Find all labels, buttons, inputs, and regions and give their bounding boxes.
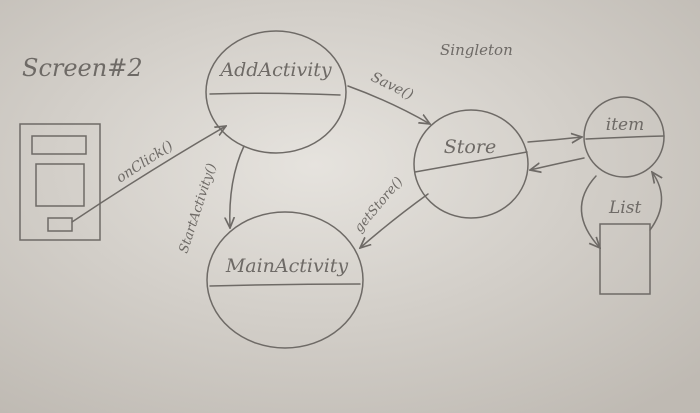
item-node xyxy=(583,96,665,178)
phone-header-box xyxy=(31,135,87,155)
edge-startactivity-arrow xyxy=(230,145,245,228)
edge-onclick-arrow xyxy=(71,126,226,223)
add-activity-node xyxy=(205,30,347,154)
item-divider xyxy=(585,135,665,140)
main-activity-divider xyxy=(209,283,361,287)
store-divider xyxy=(414,151,528,173)
add-activity-divider xyxy=(209,92,341,96)
edge-item-to-store-arrow xyxy=(530,157,585,170)
store-label: Store xyxy=(444,136,496,158)
phone-content-box xyxy=(35,163,85,207)
item-label: item xyxy=(606,115,644,135)
edge-list-to-item-arrow xyxy=(649,172,662,231)
phone-button-box xyxy=(47,217,73,232)
screen-caption: Screen#2 xyxy=(22,54,143,82)
add-activity-label: AddActivity xyxy=(218,59,332,81)
edge-save-arrow xyxy=(347,85,430,124)
singleton-caption: Singleton xyxy=(440,41,513,59)
main-activity-label: MainActivity xyxy=(225,255,349,277)
main-activity-node xyxy=(206,211,364,349)
phone-screen-sketch xyxy=(19,123,101,241)
phone-frame xyxy=(19,123,101,241)
list-label: List xyxy=(608,198,641,218)
edge-item-to-list-arrow xyxy=(580,175,600,248)
edge-getstore-arrow xyxy=(360,193,429,248)
edge-store-to-item-arrow xyxy=(527,137,582,142)
list-box xyxy=(599,223,651,295)
